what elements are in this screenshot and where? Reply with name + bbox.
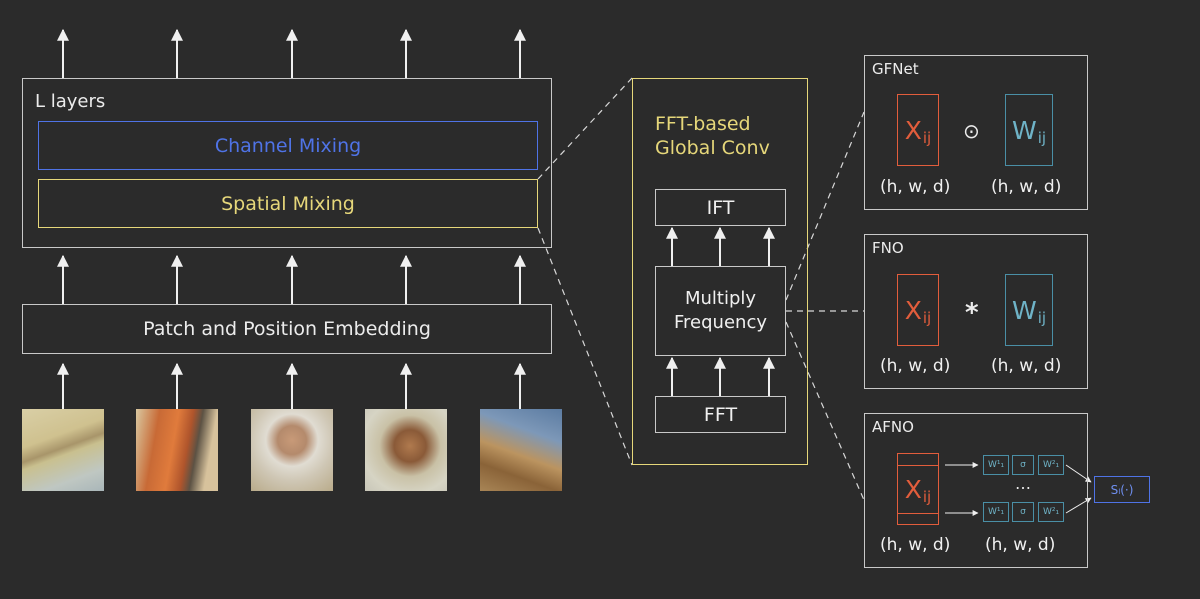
afno-w2-bottom: W²₁ [1038, 502, 1064, 522]
fno-panel [864, 234, 1088, 389]
image-patch-1 [22, 409, 104, 491]
multiply-label: Multiply [684, 288, 757, 309]
fno-x-symbol: X [904, 295, 922, 325]
fno-w-symbol: W [1011, 295, 1037, 325]
l-layers-block: L layers [22, 78, 552, 248]
patch-embedding-block: Patch and Position Embedding [22, 304, 552, 354]
gfnet-x-subscript: ij [922, 129, 932, 147]
fno-title: FNO [872, 239, 904, 257]
gfnet-x-dims: (h, w, d) [880, 177, 951, 197]
afno-w2-top: W²₁ [1038, 455, 1064, 475]
afno-sigma-top: σ [1012, 455, 1034, 475]
afno-title: AFNO [872, 418, 914, 436]
fno-convolution-operator: * [965, 298, 979, 328]
spatial-mixing-block: Spatial Mixing [38, 179, 538, 228]
patch-embedding-label: Patch and Position Embedding [143, 318, 431, 340]
gfnet-w-symbol: W [1011, 115, 1037, 145]
afno-x-dims: (h, w, d) [880, 535, 951, 555]
zoom-line-top [537, 77, 633, 180]
global-conv-title-1: FFT-based [655, 113, 751, 135]
gfnet-w-dims: (h, w, d) [991, 177, 1062, 197]
zoom-line-bottom [537, 227, 633, 466]
afno-x-divider-bottom [897, 513, 939, 514]
spatial-mixing-label: Spatial Mixing [221, 192, 355, 215]
afno-ellipsis: … [1015, 474, 1031, 493]
ift-label: IFT [706, 196, 735, 219]
image-patch-5 [480, 409, 562, 491]
channel-mixing-block: Channel Mixing [38, 121, 538, 170]
l-layers-label: L layers [35, 91, 106, 112]
frequency-label: Frequency [674, 312, 767, 333]
afno-s-lambda-label: Sₗ(·) [1110, 482, 1134, 497]
afno-x-symbol: X [904, 474, 922, 504]
afno-mlp-top-to-s-arrow [1065, 464, 1092, 483]
fft-block: FFT [655, 396, 786, 433]
afno-panel [864, 413, 1088, 568]
afno-x-divider-top [897, 465, 939, 466]
gfnet-w-subscript: ij [1037, 129, 1047, 147]
fno-w-subscript: ij [1037, 309, 1047, 327]
image-patch-2 [136, 409, 218, 491]
gfnet-panel [864, 55, 1088, 210]
fno-w-dims: (h, w, d) [991, 356, 1062, 376]
fno-x-dims: (h, w, d) [880, 356, 951, 376]
multiply-frequency-block: Multiply Frequency [655, 266, 786, 356]
channel-mixing-label: Channel Mixing [214, 134, 362, 157]
fno-x-subscript: ij [922, 309, 932, 327]
image-patch-3 [251, 409, 333, 491]
afno-w1-top: W¹₁ [983, 455, 1009, 475]
afno-sigma-bottom: σ [1012, 502, 1034, 522]
gfnet-title: GFNet [872, 60, 919, 78]
gfnet-x-symbol: X [904, 115, 922, 145]
to-gfnet-line [785, 111, 865, 301]
gfnet-hadamard-operator: ⊙ [963, 119, 980, 143]
afno-s-lambda-box: Sₗ(·) [1094, 476, 1150, 503]
global-conv-block [632, 78, 808, 465]
global-conv-title-2: Global Conv [655, 137, 770, 159]
afno-w1-bottom: W¹₁ [983, 502, 1009, 522]
ift-block: IFT [655, 189, 786, 226]
fft-label: FFT [703, 403, 738, 426]
image-patch-4 [365, 409, 447, 491]
afno-w-dims: (h, w, d) [985, 535, 1056, 555]
afno-x-subscript: ij [922, 488, 932, 506]
afno-mlp-bottom-to-s-arrow [1065, 497, 1092, 514]
